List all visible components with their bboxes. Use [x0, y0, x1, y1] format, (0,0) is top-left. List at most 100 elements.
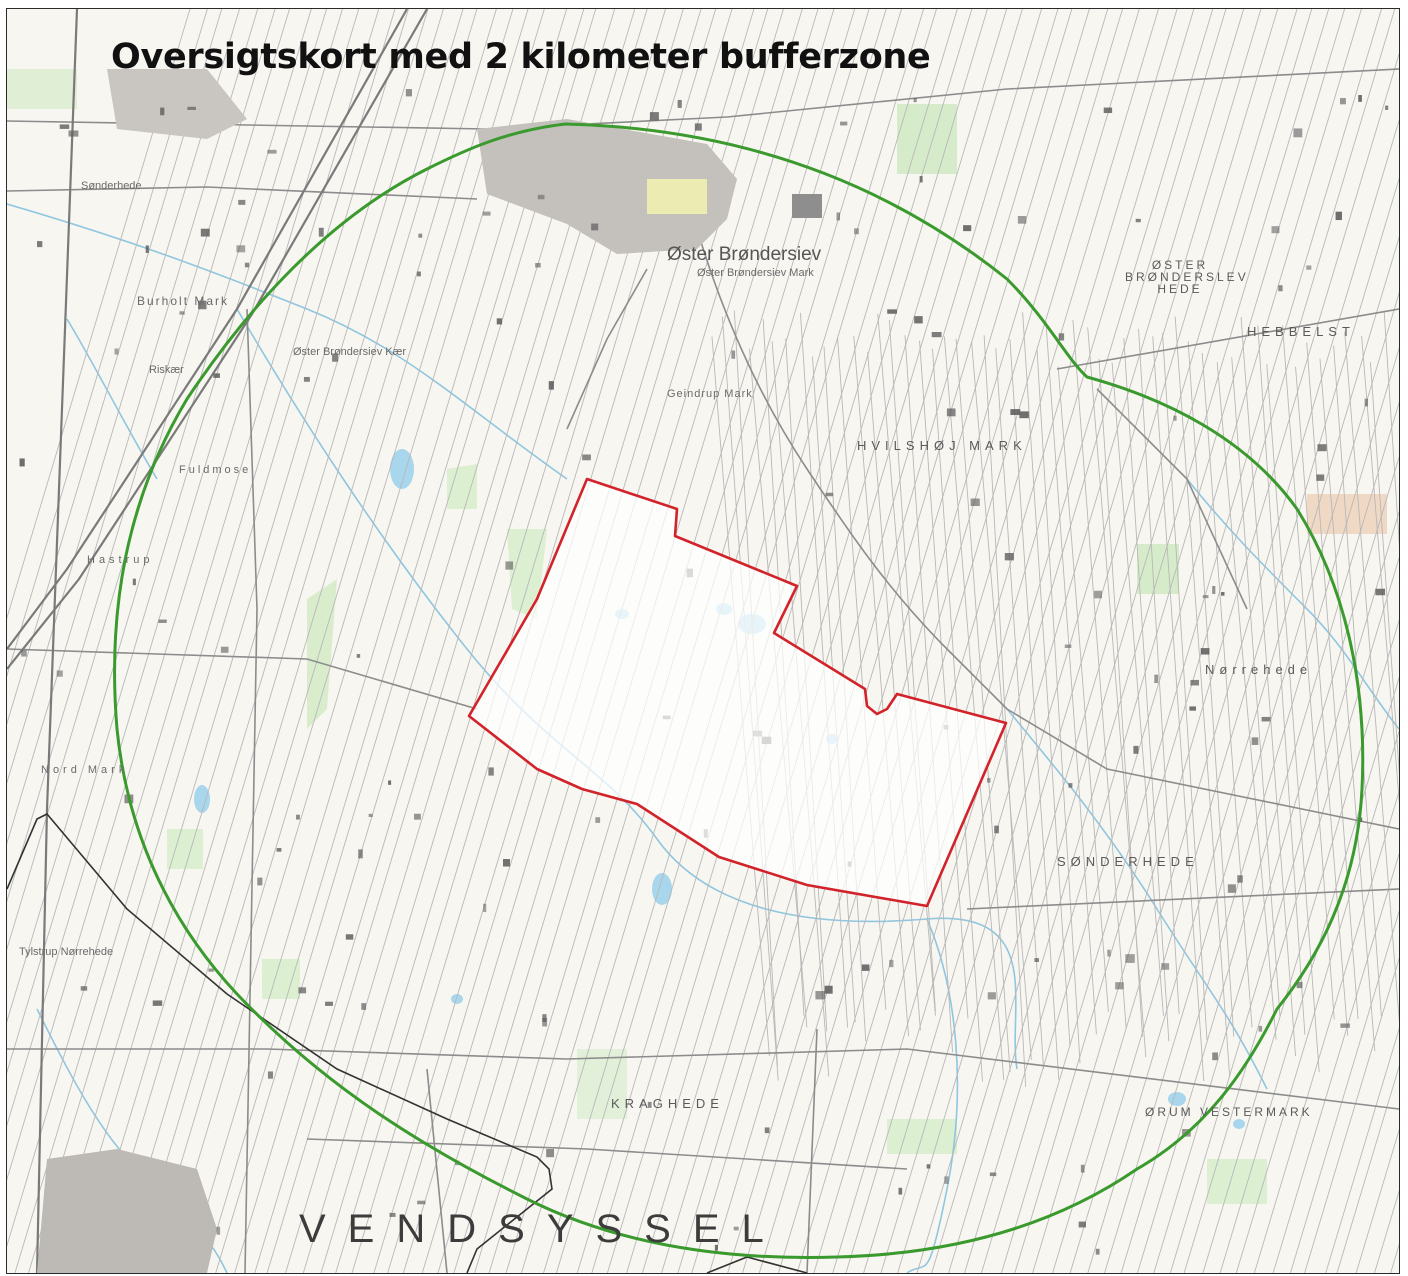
farm-building [19, 458, 25, 467]
place-riskaer: Riskær [149, 364, 184, 376]
farm-building [1019, 411, 1029, 419]
field-strip [863, 9, 1245, 1273]
farm-building [1385, 105, 1389, 110]
field-strip [1295, 366, 1349, 1036]
farm-building [824, 985, 833, 994]
farm-building [179, 311, 185, 315]
field-strip [1045, 320, 1097, 1035]
farm-building [898, 1187, 903, 1195]
place-norrehede: Nørrehede [1205, 662, 1313, 677]
place-oster-bronderslev: Øster Brøndersiev [667, 244, 822, 265]
farm-building [1103, 107, 1113, 114]
farm-building [80, 986, 88, 991]
farm-building [37, 241, 43, 248]
field-strip [1282, 325, 1335, 1020]
farm-building [1358, 95, 1362, 102]
field-strip [1272, 852, 1399, 1273]
place-hvilshoj-mark: HVILSHØJ MARK [857, 438, 1027, 453]
field-strip [626, 9, 1008, 1273]
farm-building [1058, 333, 1065, 341]
field-strip [1111, 362, 1164, 1016]
farm-building [1095, 1248, 1100, 1255]
farm-building [1306, 265, 1312, 270]
field-strip [916, 9, 1298, 1273]
farm-building [68, 130, 79, 137]
farm-building [213, 373, 220, 378]
farm-building [389, 1212, 396, 1217]
field-strip [1032, 52, 1399, 1273]
farm-building [257, 877, 263, 886]
farm-building [1202, 595, 1209, 599]
field-strip [1240, 317, 1296, 1057]
field-strip [147, 9, 529, 1273]
place-oster-bronderslev-hede: ØSTER BRØNDERSLEV HEDE [1125, 258, 1249, 296]
farm-building [987, 992, 996, 1000]
field-strip [7, 9, 240, 784]
farm-building [1251, 737, 1259, 745]
roads [7, 68, 1399, 1273]
farm-building [548, 381, 554, 390]
field-strip [1289, 910, 1399, 1273]
field-strip [983, 335, 1027, 1087]
farm-building [946, 408, 956, 417]
farm-building [1125, 954, 1135, 963]
farm-building [1271, 226, 1280, 234]
place-sonderhede-nw: Sønderhede [81, 180, 142, 192]
farm-building [325, 1001, 333, 1006]
field-strip [132, 9, 514, 1273]
field-strip [1022, 312, 1071, 1047]
farm-building [158, 619, 167, 623]
farm-building [417, 1200, 426, 1205]
farm-building [1190, 679, 1199, 686]
farm-building [825, 492, 834, 497]
farm-building [1115, 982, 1124, 990]
field-strip [1201, 352, 1253, 1028]
farm-building [1080, 1164, 1085, 1173]
place-burholt-mark: Burholt Mark [137, 294, 230, 308]
field-strip [7, 9, 290, 951]
farm-building [298, 987, 307, 994]
place-tylstrup-norrehede: Tylstrup Nørrehede [19, 946, 114, 958]
field-strip [813, 9, 1195, 1273]
farm-building [989, 1172, 997, 1177]
farm-building [1316, 474, 1325, 481]
field-strip [1169, 510, 1399, 1273]
field-strip [796, 9, 1178, 1273]
field-strip [964, 9, 1346, 1273]
farm-building [244, 262, 250, 268]
farm-building [1135, 218, 1141, 223]
field-strip [186, 9, 568, 1273]
field-strip [1383, 312, 1399, 547]
field-strip [163, 9, 545, 1273]
farm-building [405, 89, 412, 97]
field-strip [853, 336, 910, 1037]
farm-building [482, 211, 491, 216]
field-strip [1253, 790, 1399, 1273]
farm-building [198, 300, 207, 310]
farm-building [1317, 444, 1327, 452]
field-strip [867, 351, 921, 1031]
farm-building [1154, 674, 1159, 684]
map-title: Oversigtskort med 2 kilometer bufferzone [111, 37, 931, 77]
field-strip [1187, 341, 1235, 1037]
field-strip [904, 335, 953, 1053]
field-strip [1231, 357, 1281, 1016]
field-strip [1216, 362, 1277, 1040]
place-oster-bronderslev-kaer: Øster Brøndersiev Kær [293, 346, 407, 358]
place-hebbelst: HEBBELST [1247, 324, 1355, 339]
farm-building [114, 348, 119, 355]
farm-building [649, 112, 659, 121]
farm-building [267, 149, 277, 154]
place-hastrup: Hastrup [87, 554, 154, 566]
farm-building [1278, 285, 1283, 292]
farm-building [854, 228, 859, 235]
farm-building [368, 813, 373, 817]
field-strip [7, 9, 191, 620]
farm-building [1221, 592, 1225, 596]
place-kraghede: KRAGHEDE [611, 1096, 724, 1111]
farm-building [1296, 981, 1303, 989]
municipal-boundary [7, 813, 808, 1273]
farm-building [595, 817, 601, 823]
farm-building [356, 654, 361, 658]
place-oster-bronderslev-mark: Øster Brøndersiev Mark [697, 267, 814, 279]
